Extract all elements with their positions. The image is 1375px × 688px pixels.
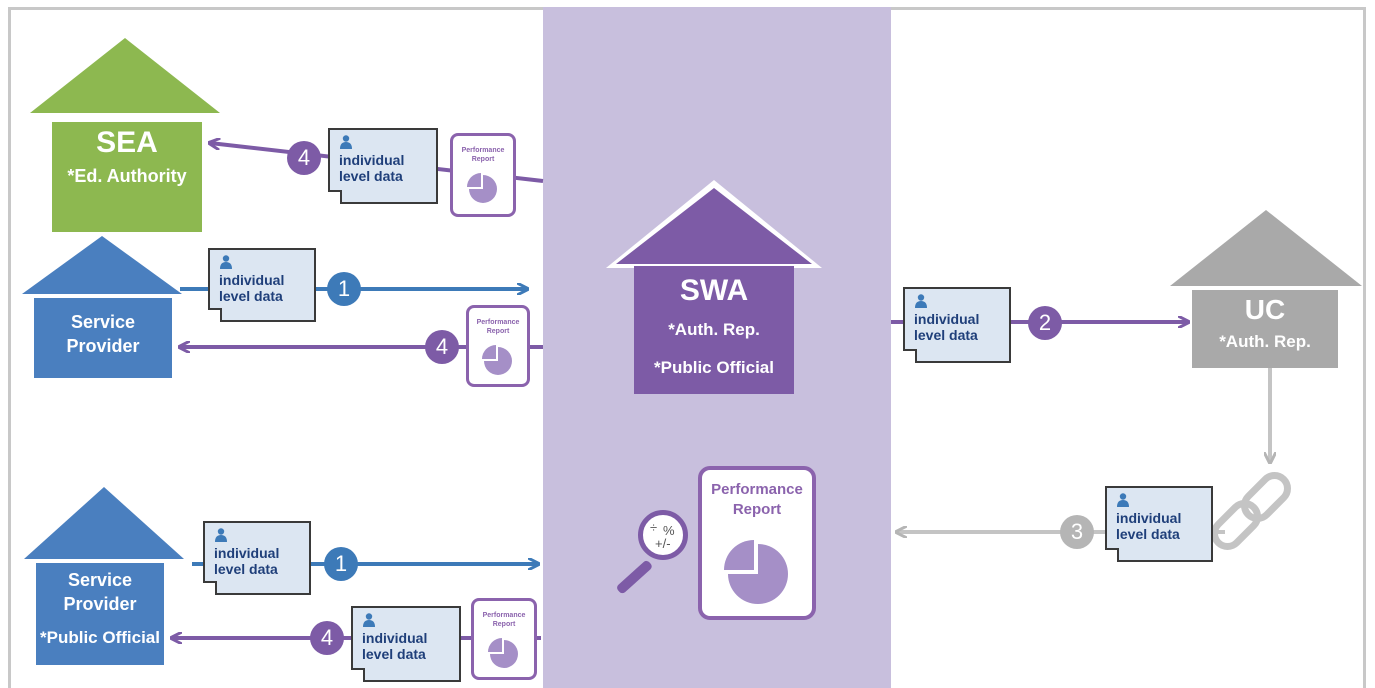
uc-body: UC *Auth. Rep. <box>1192 290 1338 368</box>
doc-label-2: level data <box>914 327 978 343</box>
doc-fold <box>328 190 342 204</box>
performance-report-small-sp2: Performance Report <box>471 598 537 680</box>
pie-chart-icon <box>482 345 512 375</box>
magnifier-lens: ÷ % +/- <box>638 510 688 560</box>
doc-label-1: individual <box>219 272 285 288</box>
performance-report-small-sp1: Performance Report <box>466 305 530 387</box>
step-badge-1-sp1: 1 <box>327 272 361 306</box>
person-icon <box>215 528 227 542</box>
swa-line1: *Auth. Rep. <box>668 320 760 339</box>
plus-minus-symbol: +/- <box>655 536 671 551</box>
pie-chart-icon <box>488 638 518 668</box>
doc-fold <box>1105 548 1119 562</box>
uc-title: UC <box>1244 294 1286 325</box>
sea-house: SEA *Ed. Authority <box>30 38 220 232</box>
doc-fold <box>903 349 917 363</box>
swa-house: SWA *Auth. Rep. *Public Official <box>606 180 822 394</box>
person-icon <box>915 294 927 308</box>
perf-large-label-2: Report <box>732 501 782 518</box>
perf-label-1: Performance <box>476 319 520 326</box>
perf-label-1: Performance <box>461 147 505 154</box>
sea-roof <box>30 38 220 113</box>
doc-label-1: individual <box>914 311 980 327</box>
performance-report-small-sea: Performance Report <box>450 133 516 217</box>
doc-label-1: individual <box>1116 510 1182 526</box>
service-provider-house-1: Service Provider <box>22 236 182 378</box>
swa-line2: *Public Official <box>654 358 774 377</box>
sp2-title: Service Provider <box>63 570 137 614</box>
sp1-body: Service Provider <box>34 298 172 378</box>
service-provider-house-2: Service Provider *Public Official <box>24 487 184 667</box>
uc-house: UC *Auth. Rep. <box>1170 210 1362 368</box>
chain-link-icon <box>1211 472 1291 550</box>
data-doc-sp2-return: individual level data <box>351 606 461 682</box>
doc-fold <box>351 668 365 682</box>
swa-body: SWA *Auth. Rep. *Public Official <box>634 266 794 394</box>
perf-label-2: Report <box>471 156 495 163</box>
data-doc-sp2: individual level data <box>203 521 311 595</box>
divide-symbol: ÷ <box>650 520 658 535</box>
doc-label-2: level data <box>339 168 403 184</box>
sp1-roof <box>22 236 182 294</box>
step-badge-1-sp2: 1 <box>324 547 358 581</box>
step-badge-3-uc: 3 <box>1060 515 1094 549</box>
step-badge-4-sea: 4 <box>287 141 321 175</box>
performance-report-large: Performance Report <box>698 466 816 620</box>
sp1-title: Service Provider <box>66 312 140 356</box>
step-badge-4-sp2: 4 <box>310 621 344 655</box>
sea-body: SEA *Ed. Authority <box>52 122 202 232</box>
person-icon <box>1117 493 1129 507</box>
person-icon <box>363 613 375 627</box>
doc-label-1: individual <box>214 545 280 561</box>
uc-subtitle: *Auth. Rep. <box>1219 332 1311 351</box>
sp2-body: Service Provider *Public Official <box>36 563 164 665</box>
doc-label-1: individual <box>339 152 405 168</box>
perf-label-2: Report <box>492 621 516 628</box>
swa-title: SWA <box>679 274 749 307</box>
pie-chart-icon <box>724 540 788 604</box>
step-badge-2-uc: 2 <box>1028 306 1062 340</box>
data-doc-uc-return: individual level data <box>1105 486 1213 562</box>
doc-label-2: level data <box>1116 526 1180 542</box>
data-doc-swa-uc: individual level data <box>903 287 1011 363</box>
doc-fold <box>203 581 217 595</box>
perf-large-label-1: Performance <box>711 481 803 498</box>
sea-title: SEA <box>96 126 158 159</box>
doc-label-2: level data <box>362 646 426 662</box>
pie-chart-icon <box>467 173 497 203</box>
doc-label-1: individual <box>362 630 428 646</box>
swa-roof <box>616 188 812 264</box>
perf-label-2: Report <box>486 328 510 335</box>
step-badge-4-sp1: 4 <box>425 330 459 364</box>
sp2-subtitle: *Public Official <box>40 628 160 647</box>
percent-symbol: % <box>663 523 675 538</box>
uc-roof <box>1170 210 1362 286</box>
perf-label-1: Performance <box>482 612 526 619</box>
person-icon <box>220 255 232 269</box>
magnifier-icon: ÷ % +/- <box>608 508 698 595</box>
data-doc-sp1: individual level data <box>208 248 316 322</box>
person-icon <box>340 135 352 149</box>
doc-label-2: level data <box>219 288 283 304</box>
doc-label-2: level data <box>214 561 278 577</box>
data-doc-sea: individual level data <box>328 128 438 204</box>
doc-fold <box>208 308 222 322</box>
sp2-roof <box>24 487 184 559</box>
sea-subtitle: *Ed. Authority <box>67 166 187 186</box>
